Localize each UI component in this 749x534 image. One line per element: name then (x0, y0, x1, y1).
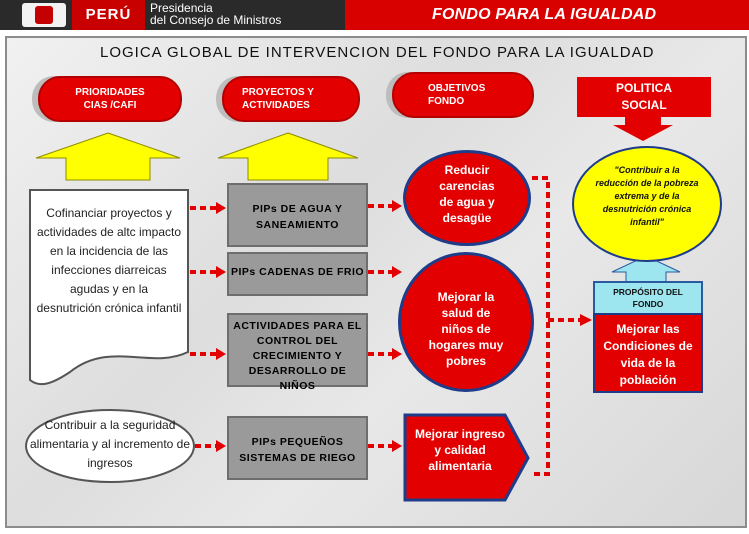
purpose-label-box: PROPÓSITO DEL FONDO (593, 281, 703, 316)
priority-text-2: Contribuir a la seguridad alimentaria y … (29, 418, 191, 470)
down-arrow-policy (613, 117, 673, 141)
project-box-2: PIPs CADENAS DE FRIO (227, 252, 368, 296)
project-box-3: ACTIVIDADES PARA EL CONTROL DEL CRECIMIE… (227, 313, 368, 392)
priority-oval-shape (25, 409, 195, 483)
priority-text-1: Cofinanciar proyectos y actividades de a… (36, 206, 182, 315)
header-objectives-label: OBJETIVOS FONDO (428, 83, 486, 107)
purpose-text: Mejorar las Condiciones de vida de la po… (603, 322, 693, 387)
institution-line-2: del Consejo de Ministros (150, 13, 282, 27)
institution-name: Presidencia del Consejo de Ministros (150, 2, 345, 30)
country-label: PERÚ (72, 0, 145, 30)
header-projects: PROYECTOS Y ACTIVIDADES (222, 76, 360, 122)
project-label-3: ACTIVIDADES PARA EL CONTROL DEL CRECIMIE… (233, 320, 362, 392)
up-arrow-projects (217, 132, 359, 181)
project-box-1: PIPs DE AGUA Y SANEAMIENTO (227, 183, 368, 247)
objective-circle-2: Mejorar la salud de niños de hogares muy… (398, 252, 534, 392)
header-projects-label: PROYECTOS Y ACTIVIDADES (242, 87, 314, 111)
purpose-label: PROPÓSITO DEL FONDO (613, 287, 683, 309)
header-priorities: PRIORIDADES CIAS /CAFI (38, 76, 182, 122)
policy-header-label: POLITICA SOCIAL (616, 81, 672, 112)
header-priorities-label: PRIORIDADES CIAS /CAFI (75, 87, 145, 111)
objective-pentagon-shape (403, 413, 530, 502)
objective-pentagon: Mejorar ingreso y calidad alimentaria (410, 426, 510, 474)
project-label-4: PIPs PEQUEÑOS SISTEMAS DE RIEGO (239, 436, 356, 464)
project-box-4: PIPs PEQUEÑOS SISTEMAS DE RIEGO (227, 416, 368, 480)
header-objectives: OBJETIVOS FONDO (392, 72, 534, 118)
up-arrow-priorities (35, 132, 181, 181)
objective-label-1: Reducir carencias de agua y desagüe (439, 163, 495, 225)
diagram-title: LOGICA GLOBAL DE INTERVENCION DEL FONDO … (100, 44, 655, 61)
priority-document-shape (29, 189, 189, 386)
policy-goal-text: "Contribuir a la reducción de la pobreza… (595, 165, 699, 227)
policy-goal-oval: "Contribuir a la reducción de la pobreza… (572, 146, 722, 262)
objective-label-3: Mejorar ingreso y calidad alimentaria (414, 427, 506, 473)
objective-circle-1: Reducir carencias de agua y desagüe (403, 150, 531, 246)
policy-header: POLITICA SOCIAL (577, 77, 711, 117)
institution-line-1: Presidencia (150, 1, 213, 15)
logo-area: PERÚ Presidencia del Consejo de Ministro… (0, 0, 345, 30)
coat-of-arms-icon (22, 3, 66, 27)
purpose-box: Mejorar las Condiciones de vida de la po… (593, 313, 703, 393)
header-title: FONDO PARA LA IGUALDAD (432, 6, 657, 23)
project-label-1: PIPs DE AGUA Y SANEAMIENTO (252, 203, 343, 231)
project-label-2: PIPs CADENAS DE FRIO (230, 266, 365, 278)
objective-label-2: Mejorar la salud de niños de hogares muy… (428, 290, 504, 368)
